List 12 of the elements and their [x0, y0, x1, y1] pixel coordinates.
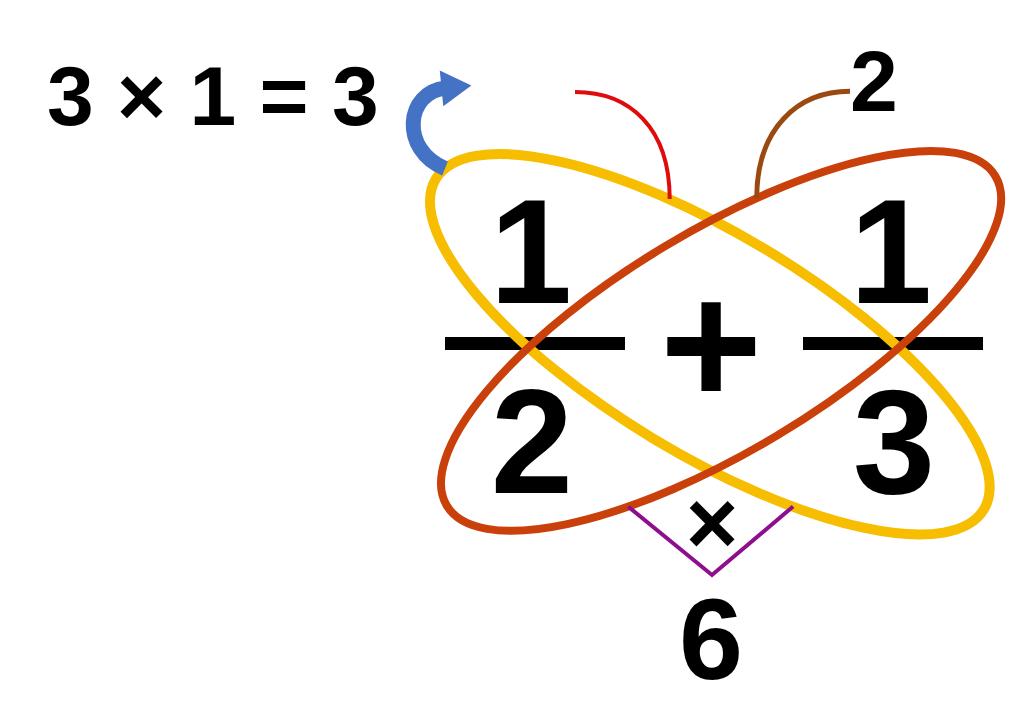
product-number: 2 [850, 38, 898, 124]
equation-text: 3 × 1 = 3 [47, 54, 379, 138]
v-connector-line [627, 504, 795, 578]
edge-label: × [685, 496, 739, 550]
product-number: 6 [679, 582, 743, 697]
plus-sign: + [659, 256, 763, 432]
connector-line [574, 90, 672, 200]
numerator-number: 1 [489, 178, 573, 326]
numerator-number: 1 [849, 178, 933, 326]
leader-line [754, 88, 851, 199]
denominator-number: 3 [852, 368, 936, 516]
denominator-number: 2 [490, 368, 574, 516]
